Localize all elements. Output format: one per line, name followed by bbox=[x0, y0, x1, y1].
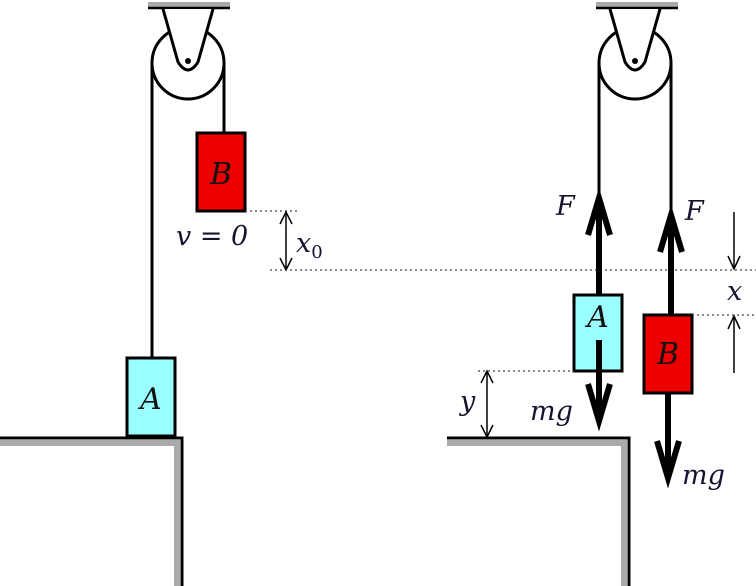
tension-label-b: F bbox=[684, 196, 705, 227]
velocity-label: v = 0 bbox=[176, 221, 248, 252]
x0-label-subscript: 0 bbox=[311, 242, 322, 263]
x-arrowhead-up bbox=[727, 314, 741, 330]
weight-label-b: mg bbox=[682, 460, 725, 491]
right-panel: F F A B mg mg y x bbox=[447, 2, 756, 586]
block-b-left bbox=[195, 131, 247, 213]
x-label: x bbox=[727, 276, 742, 307]
weight-arrowhead-a bbox=[585, 383, 613, 432]
tension-label-a: F bbox=[555, 191, 576, 222]
x-arrowhead-down bbox=[727, 255, 741, 271]
table-edge-left bbox=[0, 436, 184, 586]
x0-label-main: x bbox=[296, 228, 311, 259]
ceiling-left bbox=[148, 2, 230, 8]
block-b-left-label: B bbox=[209, 157, 232, 192]
ceiling-right bbox=[596, 2, 678, 8]
pulley-bracket-right bbox=[608, 8, 662, 72]
x0-arrowhead-up bbox=[279, 210, 293, 225]
weight-arrowhead-b bbox=[654, 440, 682, 489]
block-b-right-label: B bbox=[656, 337, 679, 372]
velocity-label-text: v = 0 bbox=[176, 221, 248, 252]
block-a-right-label: A bbox=[584, 300, 609, 335]
pulley-axle-left bbox=[185, 58, 191, 64]
pulley-bracket-left bbox=[161, 8, 215, 72]
block-a-left-label: A bbox=[137, 382, 162, 417]
y-label: y bbox=[459, 386, 476, 417]
pulley-axle-right bbox=[632, 58, 638, 64]
block-b-right bbox=[642, 313, 694, 395]
weight-label-a: mg bbox=[530, 396, 573, 427]
tension-arrowhead-a bbox=[585, 187, 613, 236]
block-a-left bbox=[125, 356, 177, 438]
y-arrowhead-down bbox=[480, 424, 494, 439]
table-edge-right bbox=[447, 436, 631, 586]
x0-label: x0 bbox=[296, 228, 323, 263]
table-shade-right bbox=[447, 440, 627, 586]
y-arrowhead-up bbox=[480, 369, 494, 384]
tension-arrowhead-b bbox=[657, 204, 685, 253]
left-panel: B A v = 0 x0 bbox=[0, 2, 323, 586]
block-a-right bbox=[572, 293, 624, 373]
table-shade-left bbox=[0, 440, 180, 586]
